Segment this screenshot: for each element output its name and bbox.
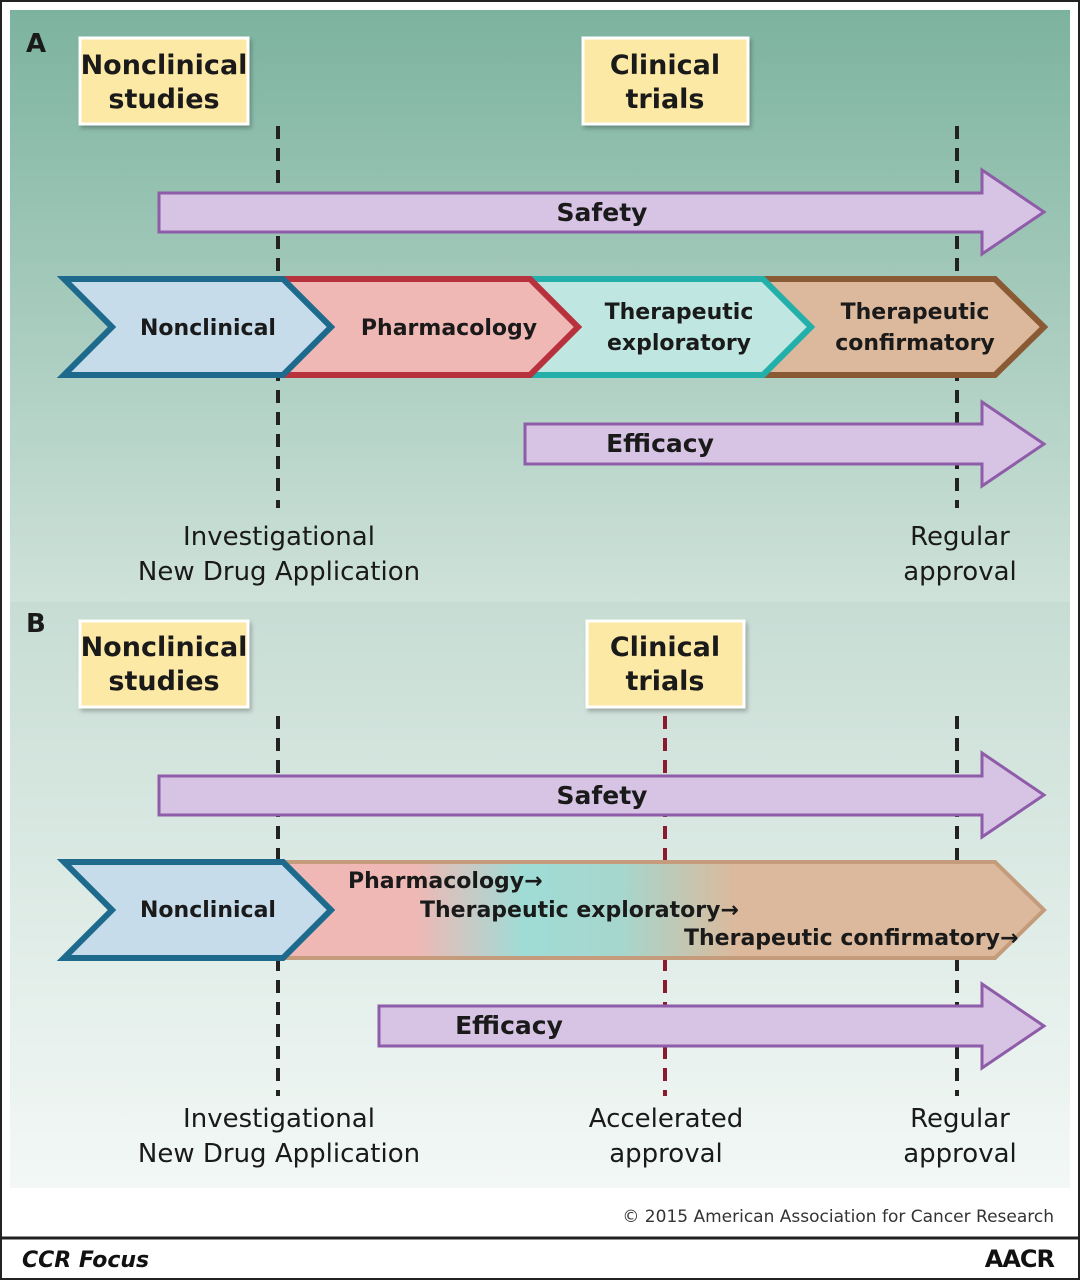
panel-b-clinical-box: Clinical trials: [585, 619, 746, 709]
phase-pharmacology: Pharmacology→: [348, 869, 543, 894]
svg-text:trials: trials: [625, 666, 704, 697]
journal-name: CCR Focus: [22, 1248, 149, 1273]
svg-text:trials: trials: [625, 84, 704, 115]
svg-text:Clinical: Clinical: [610, 632, 720, 663]
svg-text:Safety: Safety: [557, 198, 648, 227]
svg-text:Therapeutic: Therapeutic: [605, 300, 754, 325]
svg-text:studies: studies: [108, 666, 219, 697]
svg-text:Clinical: Clinical: [610, 50, 720, 81]
svg-text:New Drug Application: New Drug Application: [138, 1139, 420, 1169]
panel-a-chevron-confirmatory: Therapeutic confirmatory: [749, 276, 1049, 378]
svg-text:Regular: Regular: [910, 522, 1010, 552]
panel-b-regular-label: Regular approval: [903, 1104, 1017, 1169]
panel-b-accelerated-label: Accelerated approval: [589, 1104, 743, 1169]
svg-text:Pharmacology: Pharmacology: [361, 316, 537, 341]
panel-b-efficacy-arrow: Efficacy: [377, 981, 1047, 1071]
phase-confirmatory: Therapeutic confirmatory→: [684, 926, 1018, 951]
svg-text:approval: approval: [609, 1139, 723, 1169]
aacr-logo: AACR: [985, 1245, 1055, 1273]
svg-text:Nonclinical: Nonclinical: [140, 316, 276, 341]
panel-b-letter: B: [26, 609, 46, 639]
panel-b-blended-chevron: Pharmacology→ Therapeutic exploratory→ T…: [274, 860, 1047, 960]
phase-exploratory: Therapeutic exploratory→: [420, 898, 739, 923]
panel-a-efficacy-arrow: Efficacy: [523, 399, 1047, 489]
svg-text:exploratory: exploratory: [607, 331, 751, 356]
svg-text:New Drug Application: New Drug Application: [138, 557, 420, 587]
panel-b-safety-arrow: Safety: [157, 750, 1047, 840]
svg-text:Efficacy: Efficacy: [455, 1011, 563, 1040]
panel-b-chevron-nonclinical: Nonclinical: [56, 859, 336, 961]
panel-a-ind-label: Investigational New Drug Application: [138, 522, 420, 587]
svg-text:studies: studies: [108, 84, 219, 115]
panel-a-safety-arrow: Safety: [157, 167, 1047, 257]
svg-text:Regular: Regular: [910, 1104, 1010, 1134]
svg-text:approval: approval: [903, 1139, 1017, 1169]
svg-text:Investigational: Investigational: [183, 522, 375, 552]
svg-text:Investigational: Investigational: [183, 1104, 375, 1134]
panel-a-letter: A: [26, 29, 46, 59]
svg-text:Nonclinical: Nonclinical: [81, 632, 248, 663]
svg-text:Nonclinical: Nonclinical: [140, 898, 276, 923]
panel-b-ind-label: Investigational New Drug Application: [138, 1104, 420, 1169]
svg-text:Nonclinical: Nonclinical: [81, 50, 248, 81]
svg-text:Efficacy: Efficacy: [606, 429, 714, 458]
panel-a-nonclinical-box: Nonclinical studies: [78, 36, 250, 126]
panel-a-chevron-nonclinical: Nonclinical: [56, 276, 336, 378]
panel-b-nonclinical-box: Nonclinical studies: [78, 619, 250, 709]
svg-text:Safety: Safety: [557, 781, 648, 810]
svg-text:approval: approval: [903, 557, 1017, 587]
panel-a-clinical-box: Clinical trials: [581, 36, 750, 126]
panel-a-regular-label: Regular approval: [903, 522, 1017, 587]
svg-text:Accelerated: Accelerated: [589, 1104, 743, 1134]
svg-text:Therapeutic: Therapeutic: [841, 300, 990, 325]
copyright-strip: [10, 1188, 1070, 1236]
copyright-text: © 2015 American Association for Cancer R…: [622, 1207, 1054, 1227]
svg-text:confirmatory: confirmatory: [835, 331, 995, 356]
